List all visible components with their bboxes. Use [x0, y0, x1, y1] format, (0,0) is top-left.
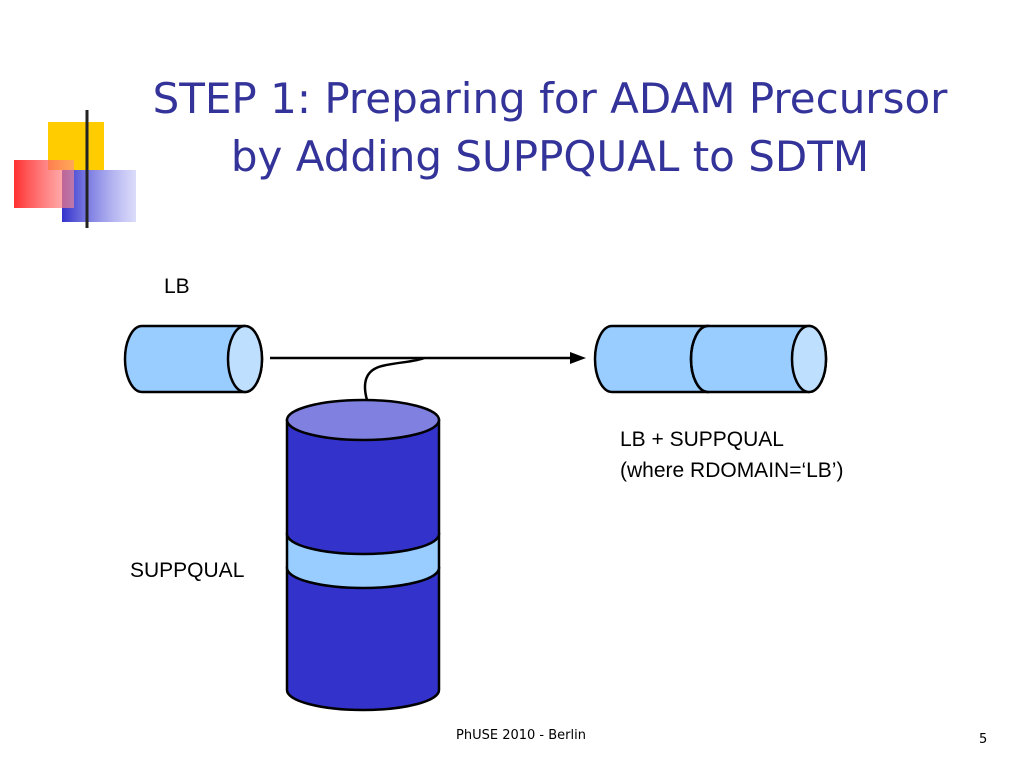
lb-cylinder [123, 324, 264, 394]
result-cylinder [593, 324, 828, 394]
suppqual-cylinder [285, 398, 441, 712]
slide-title: STEP 1: Preparing for ADAM Precursor by … [130, 70, 970, 186]
result-label-line-1: LB + SUPPQUAL [620, 428, 784, 451]
page-number: 5 [979, 732, 988, 747]
suppqual-label: SUPPQUAL [130, 559, 245, 582]
title-line-2: by Adding SUPPQUAL to SDTM [230, 132, 870, 181]
merge-arrow [270, 352, 586, 401]
lb-label: LB [164, 275, 190, 298]
footer-text: PhUSE 2010 - Berlin [456, 728, 586, 743]
result-label-line-2: (where RDOMAIN=‘LB’) [620, 459, 844, 482]
title-line-1: STEP 1: Preparing for ADAM Precursor [152, 74, 948, 123]
logo-blue-square [62, 170, 136, 222]
